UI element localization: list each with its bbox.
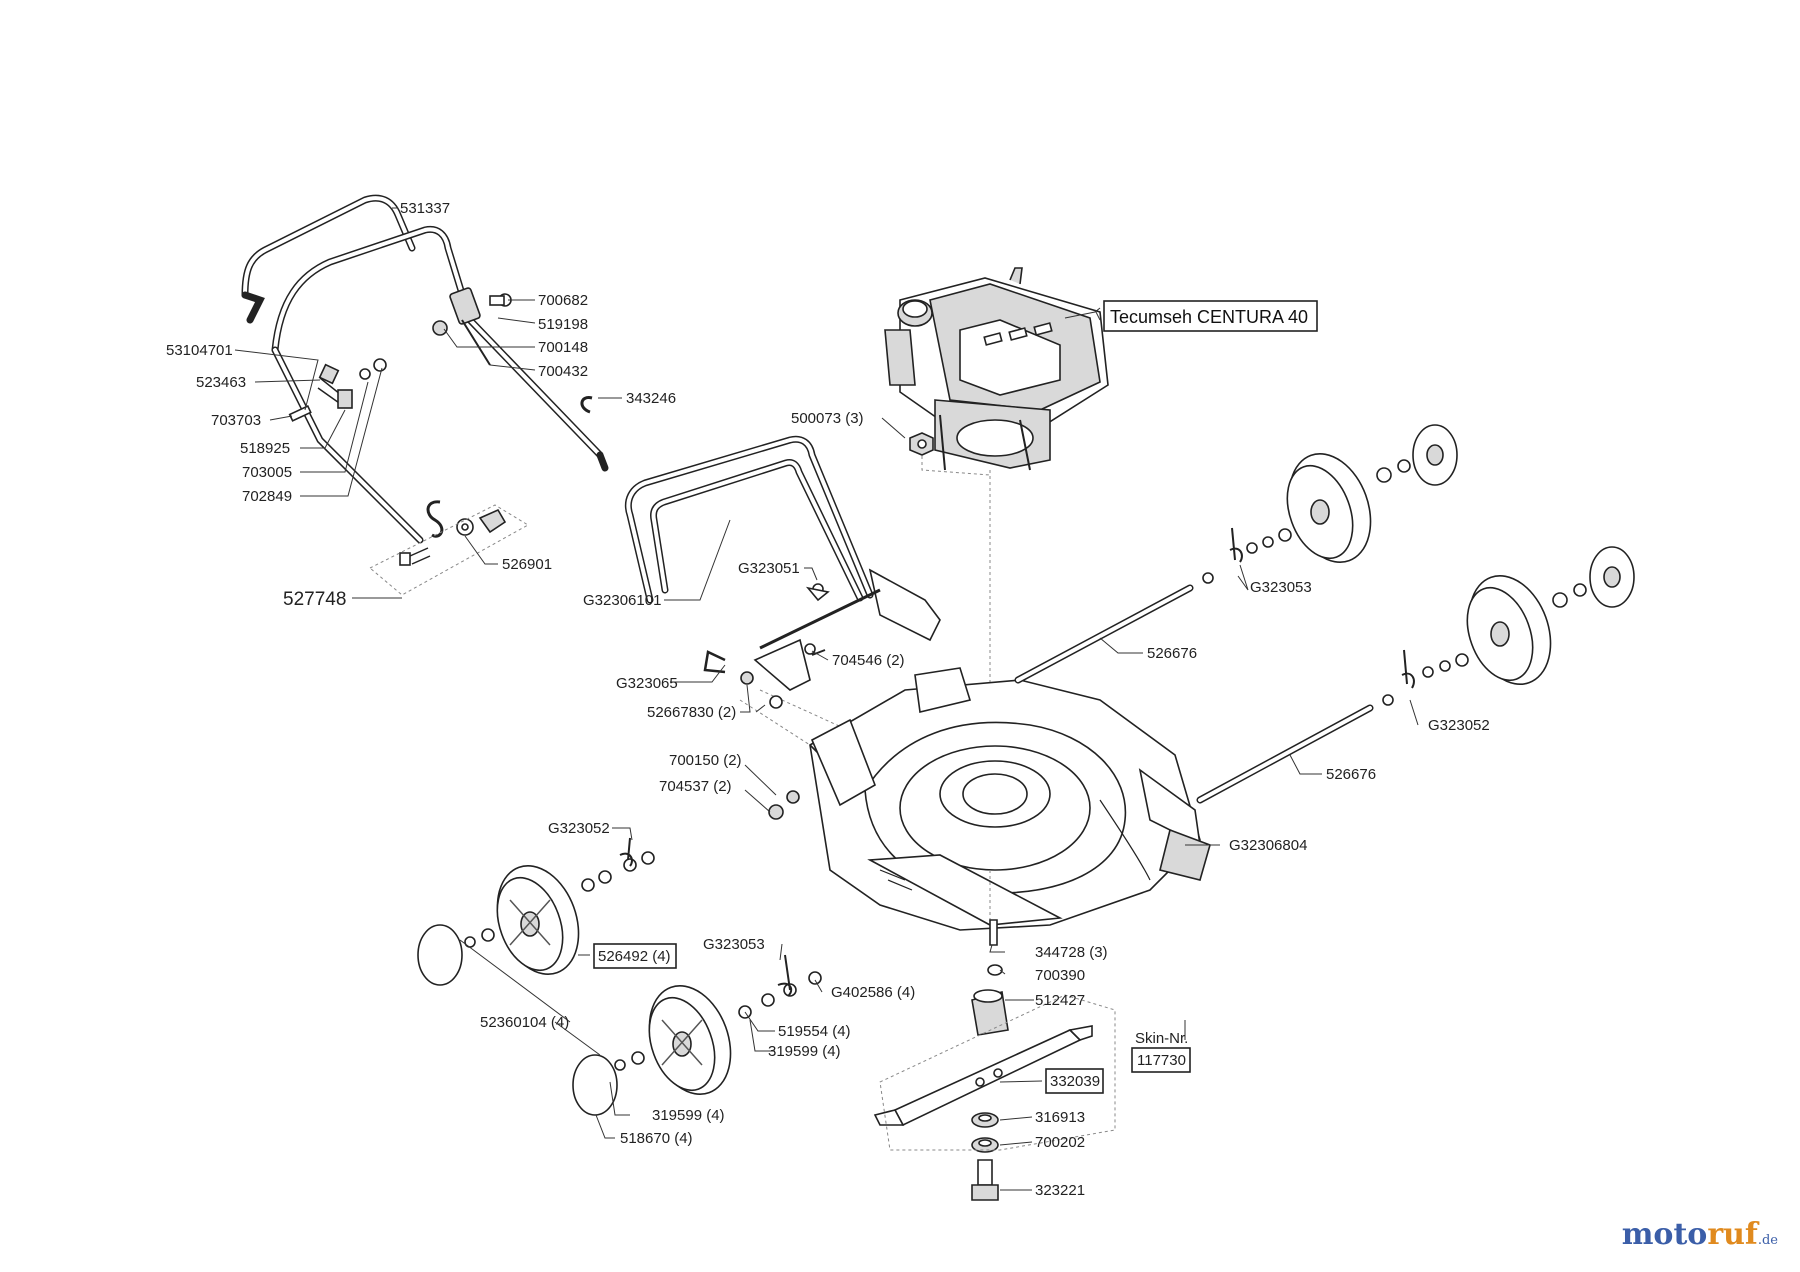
label-702849: 702849 [242,488,292,505]
bail-handle-drawing [624,435,941,741]
label-344728: 344728 (3) [1035,944,1108,961]
upper-handle-drawing [241,194,609,596]
brand-logo: motoruf.de [1622,1217,1778,1252]
label-323221: 323221 [1035,1182,1085,1199]
blade-label-box [1045,1068,1104,1094]
label-518670: 518670 (4) [620,1130,693,1147]
label-343246: 343246 [626,390,676,407]
blade-assembly-drawing [873,919,1116,1201]
label-53104701: 53104701 [166,342,233,359]
brand-logo-suffix: .de [1757,1233,1778,1248]
label-704546: 704546 (2) [832,652,905,669]
label-527748: 527748 [283,589,346,610]
label-512427: 512427 [1035,992,1085,1009]
label-G323053-lower: G323053 [703,936,765,953]
label-G323052-right: G323052 [1428,717,1490,734]
skin-number-box [1131,1047,1191,1073]
axles-drawing [1014,584,1374,804]
label-526676-lower: 526676 [1326,766,1376,783]
label-518925: 518925 [240,440,290,457]
label-704537: 704537 (2) [659,778,732,795]
label-117730: 117730 [1137,1052,1186,1069]
label-526492: 526492 (4) [598,948,671,965]
label-G323052-left: G323052 [548,820,610,837]
engine-label-box [1103,300,1318,332]
label-52667830: 52667830 (2) [647,704,736,721]
label-700390: 700390 [1035,967,1085,984]
leader-lines [234,207,1419,1191]
label-319599-upper: 319599 (4) [768,1043,841,1060]
mower-deck-drawing [739,667,1211,931]
label-500073: 500073 (3) [791,410,864,427]
label-519198: 519198 [538,316,588,333]
label-523463: 523463 [196,374,246,391]
label-319599-lower: 319599 (4) [652,1107,725,1124]
label-526676-upper: 526676 [1147,645,1197,662]
label-skin-nr: Skin-Nr. [1135,1030,1188,1047]
label-316913: 316913 [1035,1109,1085,1126]
label-703005: 703005 [242,464,292,481]
label-G32306101: G32306101 [583,592,661,609]
label-G32306804: G32306804 [1229,837,1307,854]
engine-drawing [884,267,1109,705]
label-703703: 703703 [211,412,261,429]
label-engine: Tecumseh CENTURA 40 [1110,307,1308,327]
label-531337: 531337 [400,200,450,217]
label-700682: 700682 [538,292,588,309]
label-332039: 332039 [1050,1073,1100,1090]
label-G323065: G323065 [616,675,678,692]
front-wheels-drawing [417,695,822,1116]
label-526901: 526901 [502,556,552,573]
wheel-label-box [593,943,677,969]
brand-logo-part1: moto [1621,1217,1708,1252]
label-700148: 700148 [538,339,588,356]
label-700432: 700432 [538,363,588,380]
label-700202: 700202 [1035,1134,1085,1151]
label-G323053-upper: G323053 [1250,579,1312,596]
label-700150: 700150 (2) [669,752,742,769]
label-519554: 519554 (4) [778,1023,851,1040]
label-G402586: G402586 (4) [831,984,915,1001]
rear-wheels-drawing [1202,424,1635,706]
label-52360104: 52360104 (4) [480,1014,569,1031]
label-G323051: G323051 [738,560,800,577]
brand-logo-part2: ruf [1707,1217,1758,1252]
part-labels: 531337 700682 519198 700148 700432 34324… [166,200,1490,1199]
